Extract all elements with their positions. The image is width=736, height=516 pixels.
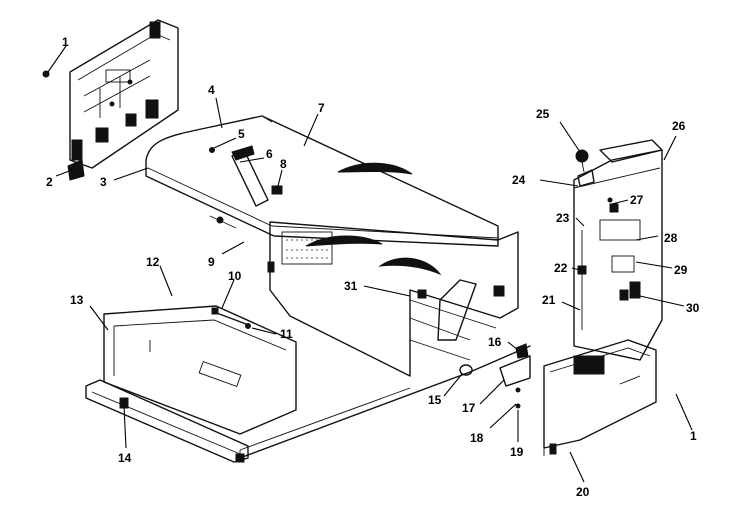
callout-18: 18 (470, 431, 484, 445)
callout-4: 4 (208, 83, 215, 97)
pin-assembly (211, 307, 251, 329)
callout-21: 21 (542, 293, 556, 307)
callout-24: 24 (512, 173, 526, 187)
callout-2: 2 (46, 175, 53, 189)
callout-23: 23 (556, 211, 570, 225)
callout-25: 25 (536, 107, 550, 121)
lever-bracket (209, 145, 283, 207)
callout-29: 29 (674, 263, 688, 277)
callout-15: 15 (428, 393, 442, 407)
callout-8: 8 (280, 157, 287, 171)
callout-14: 14 (118, 451, 132, 465)
callout-10: 10 (228, 269, 242, 283)
callout-22: 22 (554, 261, 568, 275)
callout-19: 19 (510, 445, 524, 459)
callout-5: 5 (238, 127, 245, 141)
callout-20: 20 (576, 485, 590, 499)
rail-bar (85, 379, 249, 463)
callout-11: 11 (280, 327, 293, 341)
callout-12: 12 (146, 255, 160, 269)
callout-26: 26 (672, 119, 686, 133)
right-lower-box (543, 339, 657, 456)
base-plate (235, 345, 531, 463)
right-tower (573, 139, 663, 361)
callout-7: 7 (318, 101, 325, 115)
callout-labels: 1 2 3 4 5 6 7 8 9 10 11 12 13 14 15 16 1… (46, 35, 700, 499)
callout-27: 27 (630, 193, 644, 207)
lower-bracket (459, 343, 531, 409)
callout-16: 16 (488, 335, 502, 349)
callout-3: 3 (100, 175, 107, 189)
chassis-frame (267, 221, 519, 377)
callout-13: 13 (70, 293, 84, 307)
callout-9: 9 (208, 255, 215, 269)
callout-6: 6 (266, 147, 273, 161)
leader-lines (47, 45, 693, 483)
callout-28: 28 (664, 231, 678, 245)
callout-1-top: 1 (62, 35, 69, 49)
callout-17: 17 (462, 401, 476, 415)
callout-31: 31 (344, 279, 358, 293)
callout-30: 30 (686, 301, 700, 315)
back-panel (42, 19, 179, 181)
top-cover (145, 115, 499, 276)
callout-1-bottom: 1 (690, 429, 697, 443)
front-panel (103, 305, 297, 435)
